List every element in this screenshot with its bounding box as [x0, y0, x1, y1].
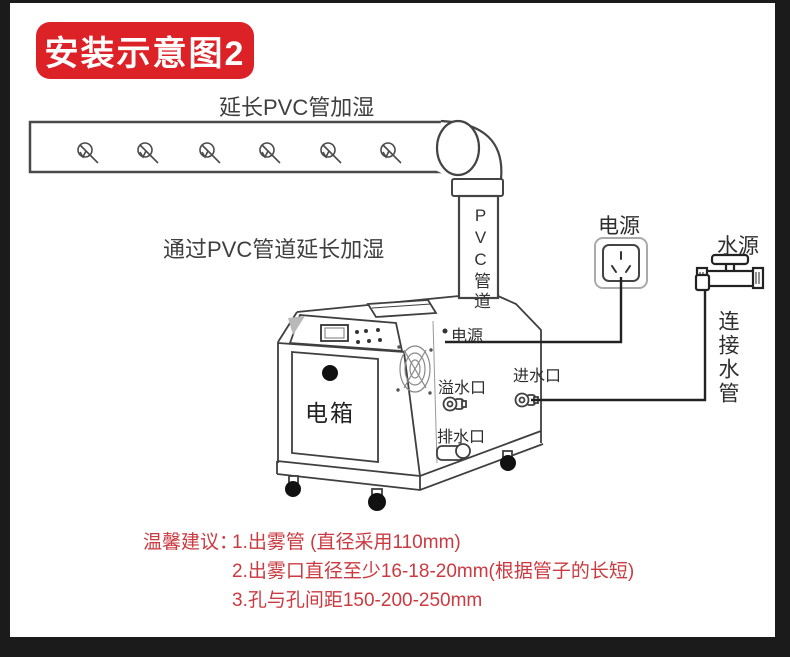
- label-electric-box: 电箱: [305, 400, 355, 426]
- control-display: [320, 324, 349, 342]
- humidifier-machine: [276, 295, 544, 511]
- label-inlet-port: 进水口: [513, 368, 562, 385]
- suggestion-item-2: 2.出雾口直径至少16-18-20mm(根据管子的长短): [232, 561, 635, 582]
- fan-grille: [396, 345, 433, 395]
- label-water-source: 水源: [717, 235, 759, 258]
- panel-highlight: [288, 316, 305, 335]
- inlet-port: [514, 392, 539, 408]
- suggestion-item-3: 3.孔与孔间距150-200-250mm: [232, 590, 483, 611]
- power-point: [442, 328, 448, 334]
- suggestions-heading: 温馨建议：: [143, 532, 239, 553]
- label-through-pvc-pipe: 通过PVC管道延长加湿: [163, 237, 385, 262]
- label-power-source: 电源: [598, 215, 640, 238]
- content-panel: [10, 3, 775, 637]
- suggestions-list: 1.出雾管 (直径采用110mm) 2.出雾口直径至少16-18-20mm(根据…: [232, 528, 634, 615]
- water-hose: [531, 290, 707, 402]
- drain-port: [436, 443, 471, 461]
- electric-box-door: [291, 351, 379, 463]
- label-drain-port: 排水口: [437, 429, 486, 446]
- pipe-elbow: [435, 119, 504, 197]
- label-machine-power: 电源: [451, 328, 484, 345]
- horizontal-pvc-pipe: [28, 120, 447, 174]
- title-badge-label: 安装示意图2: [44, 35, 246, 73]
- overflow-port: [442, 396, 467, 412]
- control-buttons: [355, 328, 382, 344]
- power-wire: [445, 277, 623, 344]
- water-valve-icon: [694, 253, 765, 292]
- power-outlet-icon: [594, 237, 648, 289]
- label-overflow-port: 溢水口: [438, 380, 487, 397]
- title-badge: 安装示意图2: [36, 22, 254, 79]
- mist-outlet-plate: [366, 299, 438, 318]
- label-connect-water-pipe: 连接水管: [716, 310, 739, 406]
- vertical-pvc-pipe: [457, 194, 500, 300]
- label-extended-pvc-pipe: 延长PVC管加湿: [219, 95, 375, 120]
- suggestion-item-1: 1.出雾管 (直径采用110mm): [232, 532, 461, 553]
- label-vertical-pipe: PVC管道: [471, 206, 490, 312]
- door-knob: [322, 365, 338, 381]
- casters: [285, 450, 516, 511]
